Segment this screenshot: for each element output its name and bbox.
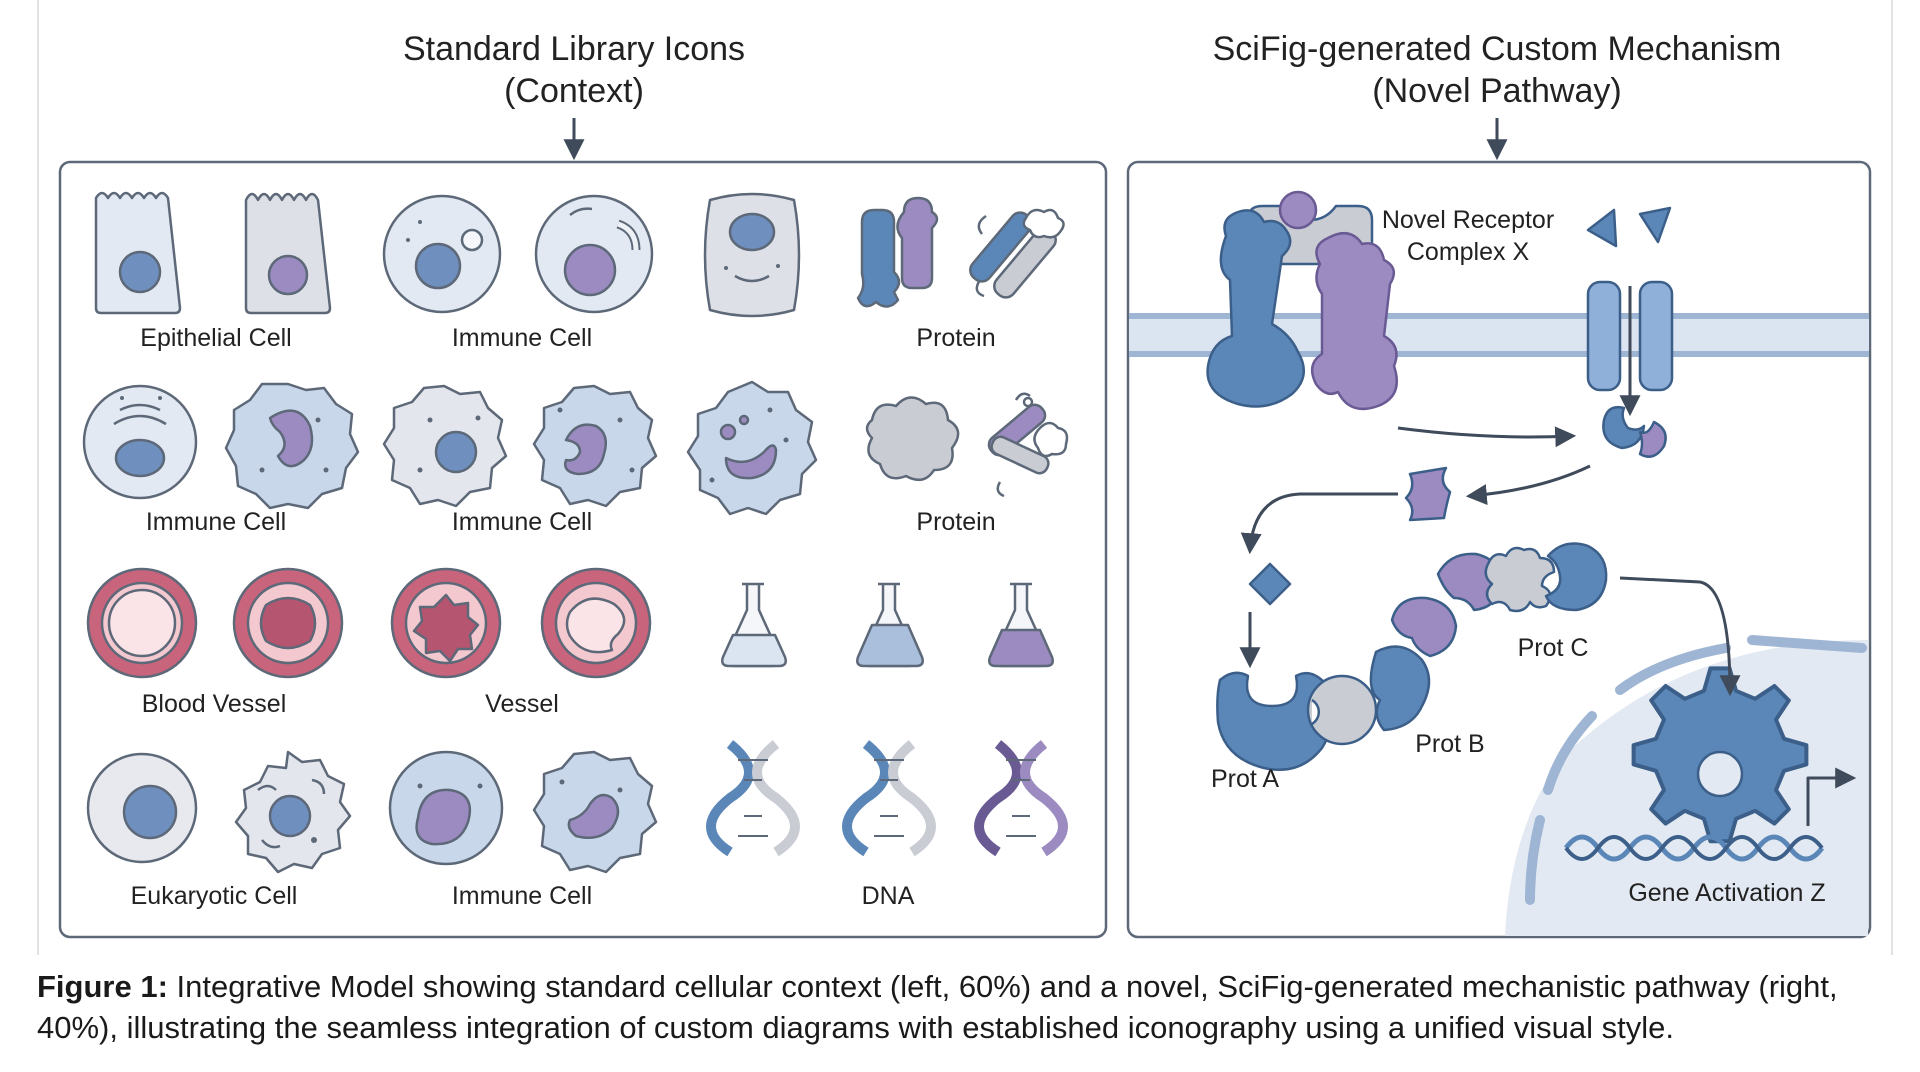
label-immune-cell-3: Immune Cell bbox=[452, 508, 592, 536]
label-vessel: Vessel bbox=[485, 690, 559, 718]
left-heading-line2: (Context) bbox=[504, 72, 644, 110]
fragment-icon bbox=[1404, 466, 1452, 522]
epithelial-cell-icon bbox=[94, 191, 182, 315]
epithelial-cell-icon-2 bbox=[244, 192, 332, 315]
flask-icon bbox=[988, 582, 1054, 668]
label-dna: DNA bbox=[862, 882, 915, 910]
ion-channel-icon bbox=[1586, 280, 1674, 392]
immune-cell-icon bbox=[534, 194, 654, 314]
protein-icon bbox=[856, 196, 939, 308]
cell-icon bbox=[703, 192, 801, 318]
dna-icon bbox=[706, 740, 800, 857]
vessel-icon bbox=[390, 567, 502, 679]
label-prot-b: Prot B bbox=[1415, 730, 1484, 758]
gene-dna-icon bbox=[1563, 834, 1825, 862]
immune-cell-icon bbox=[82, 384, 198, 500]
left-panel bbox=[58, 160, 1108, 939]
fragment-arrow bbox=[1465, 464, 1591, 506]
dna-icon bbox=[842, 740, 936, 857]
label-protein-2: Protein bbox=[916, 508, 995, 536]
label-immune-cell-2: Immune Cell bbox=[146, 508, 286, 536]
caption-prefix: Figure 1: bbox=[37, 969, 168, 1004]
ligand-icon bbox=[1586, 208, 1618, 248]
immune-cell-icon bbox=[532, 750, 658, 874]
fragment-icon bbox=[1638, 420, 1667, 458]
prot-c-icon bbox=[1484, 542, 1608, 613]
figure-caption: Figure 1: Integrative Model showing stan… bbox=[37, 966, 1897, 1048]
gear-icon bbox=[1631, 666, 1809, 844]
label-immune-cell-4: Immune Cell bbox=[452, 882, 592, 910]
receptor-complex-icon bbox=[1206, 190, 1398, 411]
blood-vessel-icon bbox=[86, 567, 198, 679]
immune-cell-icon bbox=[388, 750, 504, 866]
transcription-arrow-icon bbox=[1806, 767, 1857, 826]
label-receptor-line1: Novel Receptor bbox=[1382, 206, 1554, 234]
blood-vessel-icon bbox=[232, 567, 344, 679]
label-immune-cell-1: Immune Cell bbox=[452, 324, 592, 352]
diamond-icon bbox=[1248, 562, 1292, 606]
label-eukaryotic-cell: Eukaryotic Cell bbox=[131, 882, 298, 910]
dna-icon bbox=[974, 740, 1068, 857]
eukaryotic-cell-icon bbox=[86, 752, 198, 864]
immune-cell-icon bbox=[686, 380, 818, 516]
right-heading-line2: (Novel Pathway) bbox=[1372, 72, 1621, 110]
label-gene-activation: Gene Activation Z bbox=[1628, 879, 1825, 907]
prot-connector-icon bbox=[1306, 674, 1378, 746]
cascade-arrow bbox=[1240, 492, 1398, 555]
prot-b-icon bbox=[1369, 552, 1504, 732]
receptor-arrow bbox=[1397, 426, 1577, 448]
label-blood-vessel: Blood Vessel bbox=[142, 690, 287, 718]
nuclear-arrow bbox=[1619, 576, 1741, 697]
flask-icon bbox=[721, 582, 787, 668]
label-prot-a: Prot A bbox=[1211, 765, 1279, 793]
label-receptor-line2: Complex X bbox=[1407, 238, 1530, 266]
protein-icon bbox=[969, 208, 1065, 299]
caption-text: Integrative Model showing standard cellu… bbox=[37, 969, 1838, 1045]
ligand-icon bbox=[1638, 206, 1672, 244]
label-protein-1: Protein bbox=[916, 324, 995, 352]
left-heading-line1: Standard Library Icons bbox=[403, 30, 745, 68]
protein-icon bbox=[987, 392, 1069, 498]
outer-frame bbox=[37, 0, 1893, 955]
label-epithelial-cell: Epithelial Cell bbox=[140, 324, 291, 352]
right-heading-line1: SciFig-generated Custom Mechanism bbox=[1213, 30, 1782, 68]
eukaryotic-cell-icon bbox=[234, 750, 352, 874]
label-prot-c: Prot C bbox=[1518, 634, 1589, 662]
flask-icon bbox=[856, 582, 924, 668]
immune-cell-icon bbox=[382, 194, 502, 314]
immune-cell-icon bbox=[382, 384, 508, 508]
immune-cell-icon bbox=[224, 382, 360, 510]
protein-icon bbox=[865, 396, 960, 482]
vessel-icon bbox=[540, 567, 652, 679]
immune-cell-icon bbox=[532, 384, 658, 508]
